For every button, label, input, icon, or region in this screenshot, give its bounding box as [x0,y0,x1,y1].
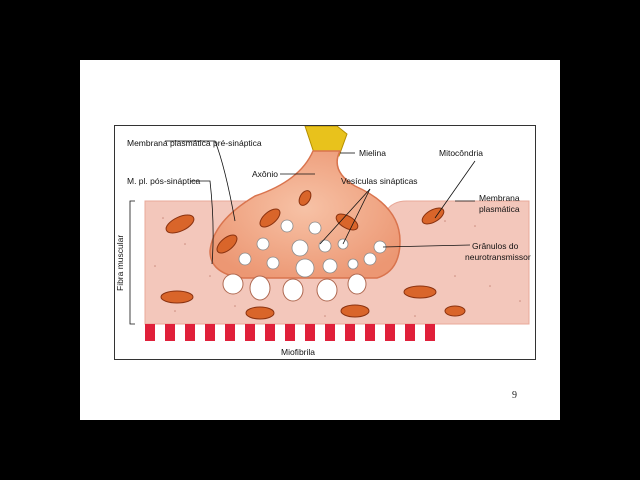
myofibril-band [285,324,295,341]
synapse-figure: Membrana plasmática pré-sináptica Axônio… [114,125,536,360]
label-axon: Axônio [252,169,278,179]
myofibril-band [405,324,415,341]
myofibril-band [265,324,275,341]
page-number: 9 [512,390,517,401]
myofibril-band [165,324,175,341]
label-neurotransmitter-granules-line1: Grânulos do [472,241,519,251]
neuromuscular-junction-diagram: Membrana plasmática pré-sináptica Axônio… [115,126,537,361]
myofibril-band [305,324,315,341]
label-neurotransmitter-granules-line2: neurotransmissor [465,252,531,262]
myofibril-band [145,324,155,341]
myofibril-band [345,324,355,341]
myofibril-band [425,324,435,341]
myofibril-bands [145,324,435,341]
label-myofibril: Miofibrila [281,347,315,357]
label-plasma-membrane-line2: plasmática [479,204,520,214]
myofibril-band [185,324,195,341]
myofibril-band [385,324,395,341]
label-presynaptic-membrane: Membrana plasmática pré-sináptica [127,138,262,148]
label-plasma-membrane-line1: Membrana [479,193,520,203]
label-postsynaptic-membrane: M. pl. pós-sináptica [127,176,200,186]
myofibril-band [205,324,215,341]
myofibril-band [325,324,335,341]
myofibril-band [365,324,375,341]
myofibril-band [245,324,255,341]
label-muscle-fiber: Fibra muscular [115,235,125,291]
label-myelin: Mielina [359,148,386,158]
myofibril-band [225,324,235,341]
label-mitochondrion: Mitocôndria [439,148,483,158]
label-synaptic-vesicles: Vesículas sinápticas [341,176,418,186]
